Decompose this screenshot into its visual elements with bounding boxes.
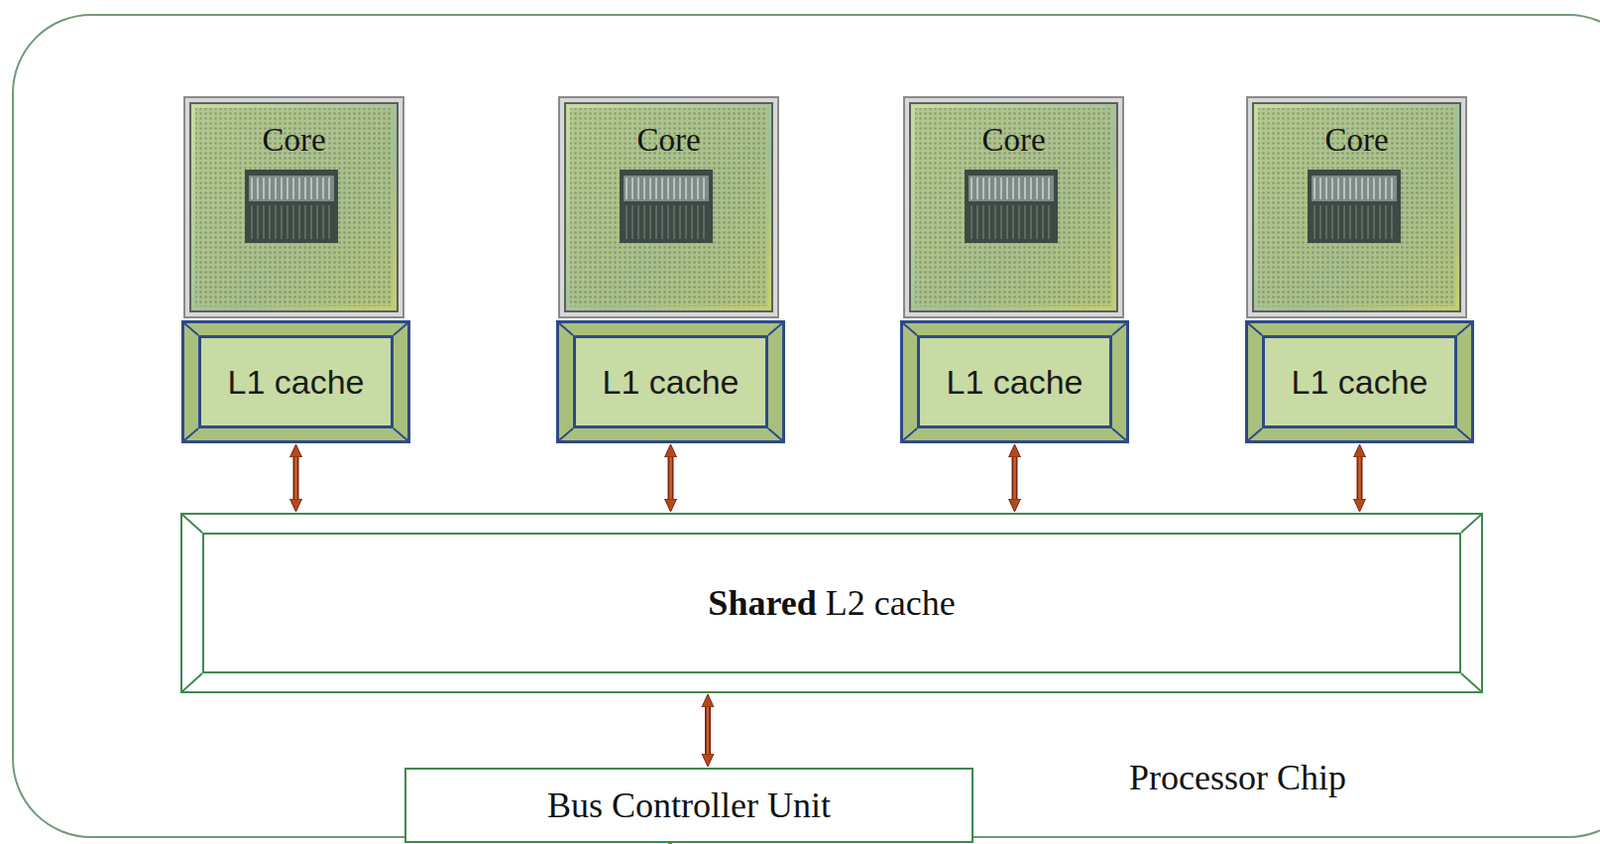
box-label: L1 cache <box>228 362 365 402</box>
core-box: Core <box>183 96 405 319</box>
shared-l2-cache-box: Shared L2 cache <box>180 512 1484 693</box>
l1-cache-face: L1 cache <box>1261 335 1458 429</box>
core-box: Core <box>1246 96 1468 319</box>
core-box: Core <box>558 96 780 319</box>
l1-cache-box: L1 cache <box>1245 320 1475 444</box>
l1-cache-box: L1 cache <box>900 320 1130 444</box>
box-label: L1 cache <box>602 362 740 402</box>
l1-cache-face: L1 cache <box>572 335 769 429</box>
box-label: Core <box>1324 121 1388 158</box>
chip-label: Processor Chip <box>1129 756 1347 800</box>
l2-cache-face: Shared L2 cache <box>202 532 1462 674</box>
box-label: Bus Controller Unit <box>547 784 831 826</box>
bus-arrow <box>1359 455 1361 501</box>
box-label: Core <box>981 121 1045 158</box>
box-label: Core <box>636 121 700 158</box>
bus-arrow <box>707 704 709 756</box>
box-label: L1 cache <box>946 362 1084 402</box>
l1-cache-box: L1 cache <box>181 320 411 444</box>
l1-cache-face: L1 cache <box>916 335 1113 429</box>
box-label: Shared L2 cache <box>707 581 955 624</box>
l1-cache-face: L1 cache <box>198 335 394 429</box>
processor-chip: Processor Chip Core Core Core Core L1 cache L1… <box>11 13 1600 838</box>
l1-cache-box: L1 cache <box>556 320 786 444</box>
core-box: Core <box>903 96 1125 319</box>
box-label: L1 cache <box>1291 362 1429 402</box>
box-label: Core <box>261 121 326 158</box>
bus-arrow <box>295 455 297 501</box>
bus-arrow <box>1014 455 1016 501</box>
bus-arrow <box>670 455 672 501</box>
bus-controller-box: Bus Controller Unit <box>404 767 974 843</box>
